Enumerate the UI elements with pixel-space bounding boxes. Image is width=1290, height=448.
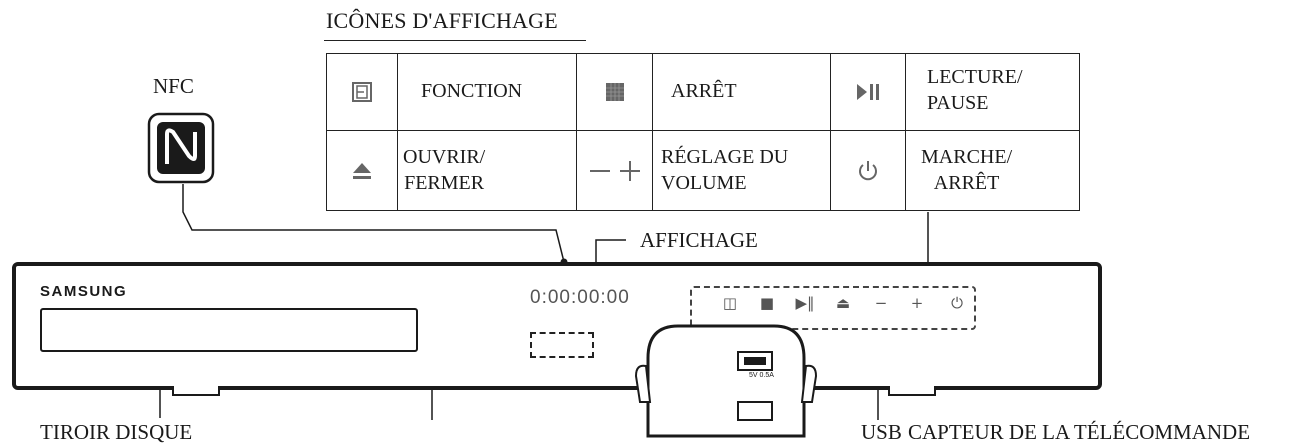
icons-heading: ICÔNES D'AFFICHAGE <box>326 8 558 33</box>
eject-button[interactable]: ⏏ <box>833 294 853 312</box>
play-pause-button[interactable]: ▶‖ <box>795 294 815 312</box>
legend-col-divider <box>830 54 831 210</box>
disc-tray-label: TIROIR DISQUE <box>40 420 193 444</box>
volume-minus-plus-icon <box>577 131 652 210</box>
legend-row-divider <box>327 130 1079 131</box>
nfc-icon <box>147 112 215 184</box>
eject-icon <box>327 131 397 210</box>
legend-label-volume: RÉGLAGE DU VOLUME <box>661 146 789 194</box>
brand-logo: SAMSUNG <box>40 283 128 300</box>
legend-label-power: MARCHE/ ARRÊT <box>921 146 1013 194</box>
legend-col-divider <box>652 54 653 210</box>
disc-tray[interactable] <box>40 308 418 352</box>
legend-col-divider <box>905 54 906 210</box>
stop-button[interactable]: ■ <box>757 294 777 312</box>
usb-port-rating: 5V 0.5A <box>749 372 774 379</box>
legend-label-stop: ARRÊT <box>671 80 737 102</box>
remote-sensor-window <box>530 332 594 358</box>
usb-label: USB <box>861 420 902 444</box>
function-icon <box>327 54 397 130</box>
volume-down-button[interactable]: − <box>871 294 891 312</box>
volume-up-button[interactable]: + <box>907 294 927 312</box>
volume-plus-icon: + <box>910 294 924 312</box>
power-icon: ⏻ <box>951 294 963 312</box>
function-button[interactable]: ◫ <box>720 294 740 312</box>
function-icon: ◫ <box>722 294 738 312</box>
legend-label-play-pause: LECTURE/ PAUSE <box>927 66 1023 114</box>
play-pause-icon: ▶‖ <box>795 294 815 312</box>
device-foot <box>888 386 936 396</box>
legend-col-divider <box>397 54 398 210</box>
blu-ray-player-front-panel <box>12 262 1102 390</box>
usb-cover <box>634 322 818 444</box>
heading-underline <box>324 40 586 41</box>
front-display: 0:00:00:00 <box>530 287 630 308</box>
volume-minus-icon: − <box>874 294 888 312</box>
stop-icon <box>577 54 652 130</box>
front-button-panel <box>690 286 976 330</box>
power-icon <box>831 131 905 210</box>
legend-label-open-close: OUVRIR/ FERMER <box>403 146 486 194</box>
stop-icon: ■ <box>759 294 775 312</box>
nfc-label: NFC <box>153 74 194 98</box>
remote-sensor-label: CAPTEUR DE LA TÉLÉCOMMANDE <box>908 420 1251 444</box>
eject-icon: ⏏ <box>835 294 851 312</box>
legend-label-function: FONCTION <box>421 80 523 102</box>
nfc-leader-line <box>182 184 565 263</box>
device-foot <box>172 386 220 396</box>
usb-port[interactable] <box>738 352 772 370</box>
play-pause-icon <box>831 54 905 130</box>
display-icons-legend-table: FONCTION ARRÊT LECTURE/ PAUSE OUVRIR/ FE… <box>326 53 1080 211</box>
display-label: AFFICHAGE <box>640 228 758 252</box>
power-button[interactable]: ⏻ <box>947 294 967 312</box>
legend-col-divider <box>576 54 577 210</box>
